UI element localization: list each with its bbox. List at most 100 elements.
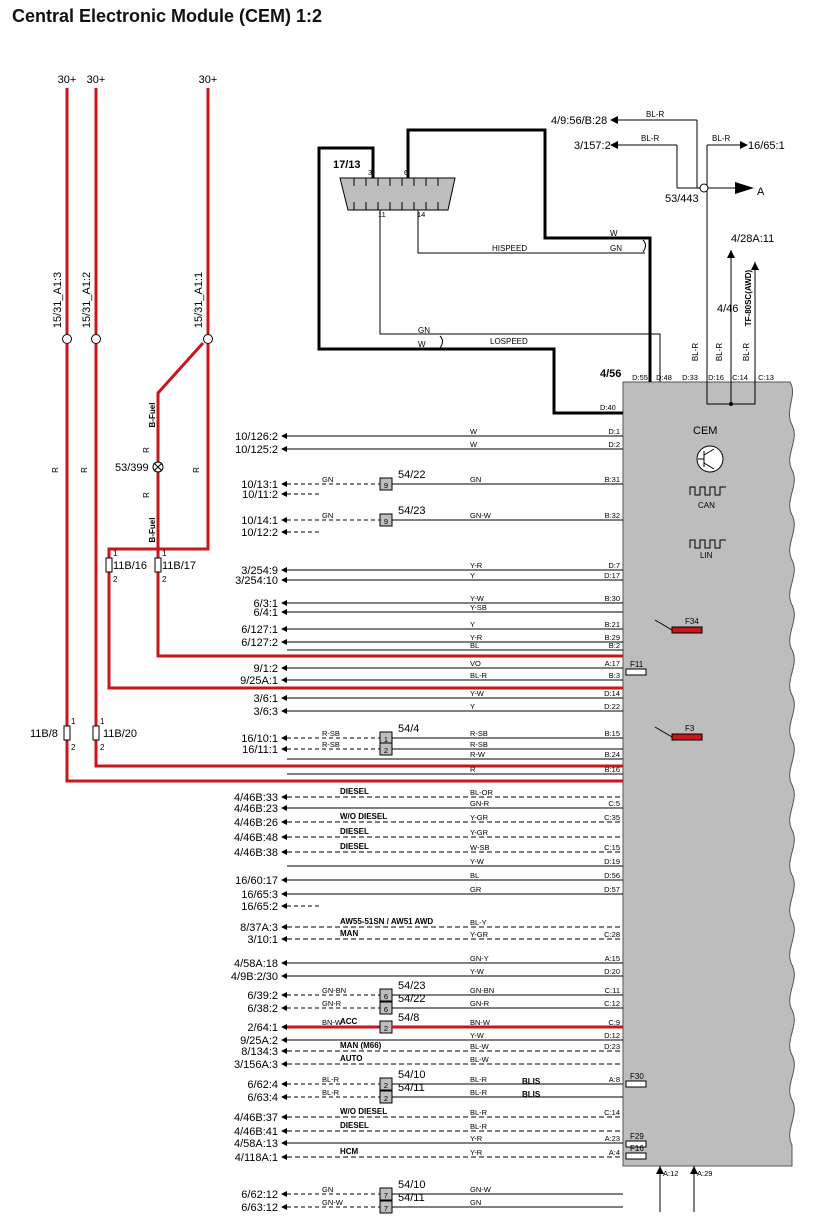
supply-wire-3-lower bbox=[107, 344, 623, 690]
arrow-head bbox=[281, 1094, 287, 1100]
row-4/58A:13: 4/58A:13Y-RA:23 bbox=[234, 1134, 623, 1150]
connector-pin bbox=[105, 557, 113, 573]
pin-label: 11 bbox=[378, 210, 386, 219]
wire-color-label: GN-BN bbox=[322, 986, 346, 995]
arrow-head bbox=[281, 1128, 287, 1134]
row-B:24: R-WB:24 bbox=[287, 750, 623, 760]
wire-color-label: W bbox=[418, 340, 426, 349]
cem-ref: 4/56 bbox=[600, 368, 621, 380]
wire-color-label: BL-R bbox=[470, 1108, 488, 1117]
connector-ref: 6/62:12 bbox=[241, 1189, 278, 1201]
connector-ref: 16/65:2 bbox=[241, 901, 278, 913]
wire-color-label: BL-R bbox=[322, 1088, 340, 1097]
arrow-head bbox=[281, 577, 287, 583]
wire-color-label: R bbox=[51, 467, 60, 473]
wire-color-label: BL-R bbox=[470, 1122, 488, 1131]
row-4/9B:2/30: 4/9B:2/30Y-WD:20 bbox=[231, 967, 623, 983]
arrow-head bbox=[281, 695, 287, 701]
wire-color-label: R bbox=[142, 447, 151, 453]
switch-contact bbox=[654, 726, 673, 738]
wire-color-label: VO bbox=[470, 659, 481, 668]
awd-label: TF-80SC(AWD) bbox=[744, 269, 753, 326]
cem-pin-label: B:15 bbox=[605, 729, 620, 738]
wire-color-label: GN-BN bbox=[470, 986, 494, 995]
arrow-head bbox=[281, 1061, 287, 1067]
cem-pin-label: B:29 bbox=[605, 633, 620, 642]
arrow-head bbox=[281, 903, 287, 909]
fuse-label: F34 bbox=[685, 617, 699, 626]
row-3/254:9: 3/254:9Y-RD:7 bbox=[241, 561, 623, 577]
row-16/65:2: 16/65:2 bbox=[241, 901, 320, 913]
wire-color-label: R bbox=[142, 492, 151, 498]
hispeed-wire bbox=[417, 210, 645, 254]
arrow-head bbox=[610, 141, 618, 149]
wire-color-label: R bbox=[192, 467, 201, 473]
fuse-label: F3 bbox=[685, 724, 695, 733]
fuse-icon bbox=[625, 668, 647, 676]
arrow-head bbox=[281, 600, 287, 606]
splice-point bbox=[699, 183, 709, 193]
arrow-head bbox=[281, 1204, 287, 1210]
connector-label: 11B/20 bbox=[103, 728, 137, 740]
connector-pin-number: 2 bbox=[100, 743, 105, 752]
cem-pin-label: A:12 bbox=[663, 1169, 678, 1178]
wire-color-label: Y-W bbox=[470, 967, 485, 976]
wire-color-label: W bbox=[470, 440, 478, 449]
cem-pin-label: B:32 bbox=[605, 511, 620, 520]
ref-label: 16/65:1 bbox=[748, 140, 785, 152]
arrow-head bbox=[281, 973, 287, 979]
diag-connector-label: 17/13 bbox=[333, 159, 361, 171]
fuse-label: 15/31_A1:3 bbox=[52, 272, 64, 328]
wire-color-label: R bbox=[470, 765, 476, 774]
wire-color-label: Y-R bbox=[470, 561, 483, 570]
row-10/12:2: 10/12:2 bbox=[241, 527, 320, 539]
row-16/11:1: 16/11:12R-SBR-SB bbox=[242, 740, 623, 756]
wire-color-label: BL-W bbox=[470, 1042, 490, 1051]
connector-ref: 6/38:2 bbox=[247, 1003, 278, 1015]
fuse-icon bbox=[671, 733, 703, 741]
connector-ref: 4/46B:37 bbox=[234, 1112, 278, 1124]
fuse-label: 15/31_A1:1 bbox=[193, 272, 205, 328]
wire-color-label: GN-R bbox=[470, 799, 490, 808]
connector-ref: 4/58A:18 bbox=[234, 958, 278, 970]
supply-label: 30+ bbox=[87, 74, 106, 86]
connector-ref: 4/46B:23 bbox=[234, 803, 278, 815]
connector-ref: 16/65:3 bbox=[241, 889, 278, 901]
row-9/25A:2: 9/25A:2Y-WD:12 bbox=[240, 1031, 623, 1047]
wire-color-label: R-W bbox=[470, 750, 486, 759]
wire-color-label: GN bbox=[470, 475, 481, 484]
connector-pin-number: 2 bbox=[113, 575, 118, 584]
connector-ref: 9/25A:1 bbox=[240, 675, 278, 687]
arrow-head bbox=[281, 805, 287, 811]
connector-ref: 16/10:1 bbox=[241, 733, 278, 745]
row-3/6:1: 3/6:1Y-WD:14 bbox=[254, 689, 623, 705]
wire-color-label: R-SB bbox=[322, 729, 340, 738]
wire-color-label: BL-R bbox=[470, 1075, 488, 1084]
splice-ref: 54/23 bbox=[398, 980, 426, 992]
variant-note: DIESEL bbox=[340, 787, 369, 796]
cem-pin-label: D:7 bbox=[608, 561, 620, 570]
arrow-label: A bbox=[757, 186, 765, 198]
connector-pin-number: 2 bbox=[71, 743, 76, 752]
cem-pin-label: A:15 bbox=[605, 954, 620, 963]
connector-pin bbox=[92, 725, 100, 741]
fuse-icon bbox=[625, 1080, 647, 1088]
arrow-head bbox=[281, 992, 287, 998]
wire-color-label: R-SB bbox=[322, 740, 340, 749]
cem-pin-label: C:14 bbox=[604, 1108, 620, 1117]
splice-ref: 54/22 bbox=[398, 993, 426, 1005]
lospeed-label: LOSPEED bbox=[490, 337, 528, 346]
splice-tag-number: 7 bbox=[384, 1191, 388, 1200]
wire-color-label: BL bbox=[470, 871, 479, 880]
supply-label: 30+ bbox=[199, 74, 218, 86]
arrow-head bbox=[281, 891, 287, 897]
connector-ref: 10/13:1 bbox=[241, 479, 278, 491]
connector-ref: 9/25A:2 bbox=[240, 1035, 278, 1047]
